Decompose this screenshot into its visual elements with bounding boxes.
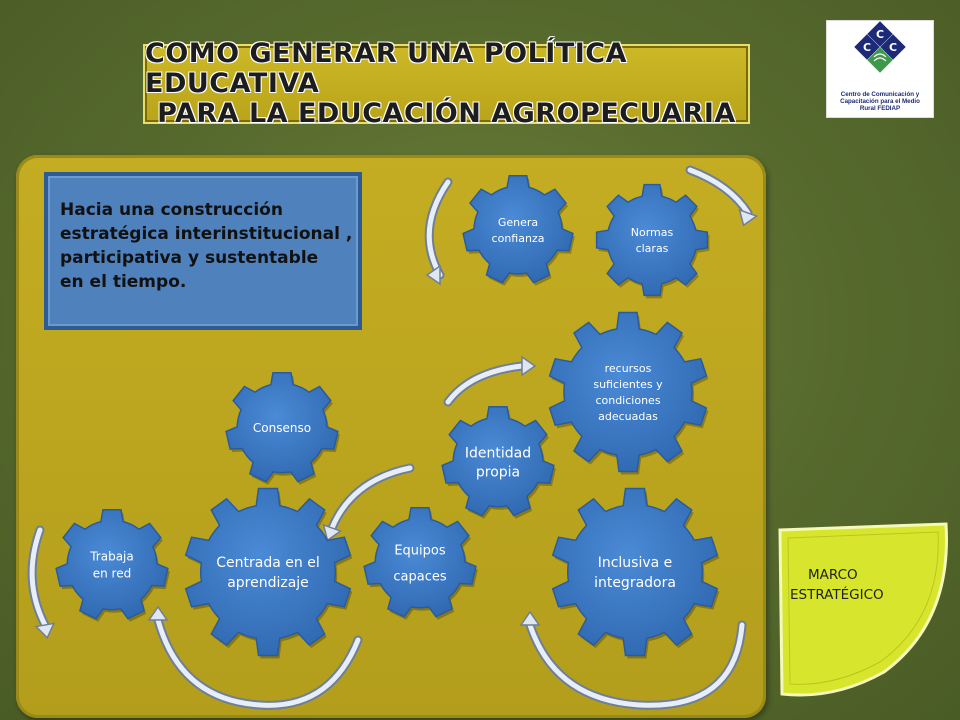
gear-recursos: recursos suficientes y condiciones adecuada… [548,311,709,475]
gear-label-line: Identidad [465,445,531,461]
logo-letter-left: C [863,41,871,54]
gear-shape [595,183,709,297]
gear-label-line: claras [636,242,669,255]
gear-label-line: recursos [605,362,652,375]
gear-shape [55,508,169,620]
arrow-body [426,179,451,278]
gear-shape [548,311,708,473]
title-banner: COMO GENERAR UNA POLÍTICA EDUCATIVA PARA… [143,39,750,129]
gears-layer: Genera confianza Normas claras recursos sufic… [55,174,720,659]
gear-label-line: Genera [498,216,538,229]
gear-label-line: Consenso [253,421,311,435]
arrow-body [155,617,361,708]
gear-shape [551,487,719,657]
arrow-outline [685,165,753,218]
arrow-body [29,527,48,628]
arrow-body [329,465,413,531]
arrow-head-icon [425,264,441,286]
logo-letter-right: C [889,41,897,54]
gear-label-line: aprendizaje [227,575,309,591]
gear-shape [225,371,339,483]
logo-caption-line-2: Capacitación para el Medio [840,98,920,105]
logo-letter-top: C [876,28,884,41]
gear-label-line: propia [476,464,520,480]
gear-label-line: Centrada en el [216,555,319,571]
title-line-2: PARA LA EDUCACIÓN AGROPECUARIA [157,98,736,129]
arrow-trabaja-left [27,525,56,640]
arrow-head-icon [34,622,56,640]
side-tab-text: MARCO ESTRATÉGICO [790,565,900,605]
arrow-body [445,363,525,405]
gear-label-line: condiciones [595,394,660,407]
arrow-equipos-to-centrada [322,463,415,542]
arrows-layer [27,165,759,710]
gear-centrada-aprendizaje: Centrada en el aprendizaje [184,487,353,659]
gear-label-line: confianza [492,232,545,245]
gear-trabaja-en-red: Trabaja en red [55,508,170,622]
gear-consenso: Consenso [225,371,340,485]
arrow-centrada-bottom [147,605,363,710]
gear-shape [363,506,477,618]
side-tab-line-1: MARCO [808,567,858,583]
logo-caption-line-3: Rural FEDIAP [859,105,901,112]
gear-label-line: Trabaja [89,550,134,564]
gear-shape [462,174,574,284]
arrow-outline [443,361,527,407]
arrow-inclusiva-bottom [519,610,747,710]
arrow-head-icon [519,610,541,626]
arrow-top-left [424,177,453,286]
gear-identidad-propia: Identidad propia [441,405,556,519]
logo-caption: Centro de Comunicación y Capacitación pa… [831,91,929,112]
logo-caption-line-1: Centro de Comunicación y [840,91,920,98]
arrow-body [687,167,751,216]
gear-normas-claras: Normas claras [595,183,710,299]
gear-label-line: suficientes y [593,378,663,391]
intro-box: Hacia una construcción estratégica inter… [44,172,362,330]
gear-label-line: integradora [594,575,676,591]
arrow-head-icon [521,355,537,377]
intro-line-2: estratégica interinstitucional , [60,224,353,244]
logo-mark-icon: C C C [854,21,906,73]
intro-line-1: Hacia una construcción [60,200,283,220]
gear-label-line: en red [93,567,131,581]
side-tab-shape [778,522,948,697]
arrow-head-icon [322,523,343,542]
intro-line-3: participativa y sustentable [60,248,319,268]
arrow-top-right [685,165,759,227]
gear-label-line: adecuadas [598,410,658,423]
side-tab-line-2: ESTRATÉGICO [790,587,884,603]
arrow-outline [327,463,415,533]
gear-shape [184,487,352,657]
intro-text: Hacia una construcción estratégica inter… [60,198,360,294]
title-line-1: COMO GENERAR UNA POLÍTICA EDUCATIVA [145,38,627,99]
gear-genera-confianza: Genera confianza [462,174,575,286]
fediap-logo: C C C Centro de Comunicación y Capacitac… [826,20,934,118]
arrow-head-icon [147,605,169,621]
intro-line-4: en el tiempo. [60,272,187,292]
gear-shape [441,405,555,517]
arrow-identidad-to-recursos [443,355,537,407]
gear-label-line: Equipos [394,544,446,559]
gear-label-line: Normas [631,226,674,239]
gear-label-line: capaces [393,570,446,585]
arrow-body [527,622,745,708]
gear-equipos-capaces: Equipos capaces [363,506,478,620]
arrow-head-icon [738,208,759,227]
marco-estrategico-tab [774,522,952,700]
gear-label-line: Inclusiva e [598,555,673,571]
gear-inclusiva-integradora: Inclusiva e integradora [551,487,720,659]
